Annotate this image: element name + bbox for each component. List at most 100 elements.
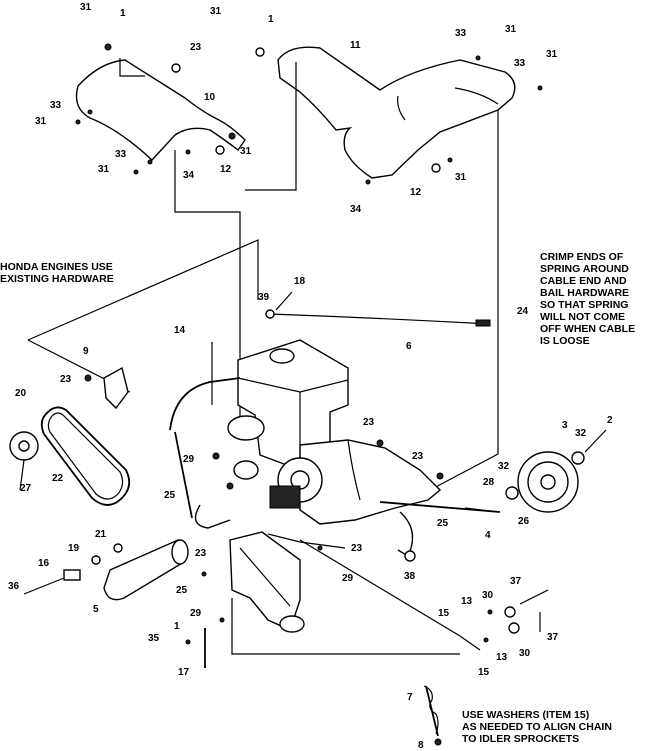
callout-25: 25: [437, 518, 449, 529]
callout-14: 14: [174, 325, 186, 336]
leader-box-left: [174, 150, 241, 430]
callout-13: 13: [461, 596, 473, 607]
note-crimp-line-1: CRIMP ENDS OF: [540, 251, 624, 263]
callout-33: 33: [50, 100, 62, 111]
mount-bracket-9: [103, 366, 129, 410]
driven-pulley-hub: [18, 440, 30, 452]
fastener-marks: [75, 43, 543, 746]
callout-24: 24: [517, 306, 529, 317]
engine-pulley: [233, 460, 259, 480]
callout-36: 36: [8, 581, 20, 592]
callout-33: 33: [514, 58, 526, 69]
callout-9: 9: [83, 346, 89, 357]
bolt-36: [23, 577, 65, 595]
callout-4: 4: [485, 530, 491, 541]
wheel-nut: [571, 451, 585, 465]
callout-5: 5: [93, 604, 99, 615]
callout-29: 29: [342, 573, 354, 584]
callout-31: 31: [455, 172, 467, 183]
frame-tube-left: [174, 431, 193, 519]
note-washers-line-1: USE WASHERS (ITEM 15): [462, 709, 589, 721]
callout-10: 10: [204, 92, 216, 103]
note-crimp-line-5: SO THAT SPRING: [540, 299, 628, 311]
leader-honda: [27, 239, 259, 341]
callout-21: 21: [95, 529, 107, 540]
leader-lower: [231, 598, 460, 655]
fuel-cap: [269, 348, 295, 364]
note-crimp: CRIMP ENDS OF SPRING AROUND CABLE END AN…: [540, 251, 635, 347]
washer-30a: [504, 606, 516, 618]
handle-tube: [169, 377, 241, 431]
callout-27: 27: [20, 483, 32, 494]
leader-right: [429, 110, 499, 491]
callout-12: 12: [410, 187, 422, 198]
note-washers-line-3: TO IDLER SPROCKETS: [462, 733, 579, 745]
callout-22: 22: [52, 473, 64, 484]
cable-end-fitting: [265, 309, 275, 319]
callout-13: 13: [496, 652, 508, 663]
callout-30: 30: [519, 648, 531, 659]
spacer-16: [63, 569, 81, 581]
leader-15: [299, 539, 481, 651]
callout-23: 23: [363, 417, 375, 428]
main-frame: [299, 439, 442, 525]
callout-26: 26: [518, 516, 530, 527]
drive-belt-inner: [47, 412, 124, 500]
callout-16: 16: [38, 558, 50, 569]
note-crimp-line-2: SPRING AROUND: [540, 263, 629, 275]
washer-30b: [508, 622, 520, 634]
leader-box-top: [245, 62, 297, 191]
callout-6: 6: [406, 341, 412, 352]
tine-bracket: [229, 531, 301, 631]
callout-23: 23: [60, 374, 72, 385]
note-honda: HONDA ENGINES USE EXISTING HARDWARE: [0, 261, 114, 285]
guard-contour: [397, 95, 406, 121]
callout-38: 38: [404, 571, 416, 582]
left-fender-cover: [75, 59, 246, 161]
callout-1: 1: [120, 8, 126, 19]
callout-25: 25: [176, 585, 188, 596]
callout-30: 30: [482, 590, 494, 601]
callout-28: 28: [483, 477, 495, 488]
callout-32: 32: [498, 461, 510, 472]
callout-33: 33: [455, 28, 467, 39]
skid-arm-left: [194, 504, 231, 529]
callout-7: 7: [407, 692, 413, 703]
bail-cable: [269, 313, 491, 325]
guard-ridge: [454, 87, 499, 105]
callout-19: 19: [68, 543, 80, 554]
callout-17: 17: [178, 667, 190, 678]
drive-belt: [40, 406, 131, 506]
bracket-brace: [239, 547, 291, 607]
note-crimp-line-6: WILL NOT COME: [540, 311, 625, 323]
shield-end: [171, 539, 189, 565]
idler-sprocket: [279, 615, 305, 633]
callout-37: 37: [510, 576, 522, 587]
callout-15: 15: [478, 667, 490, 678]
note-crimp-line-8: IS LOOSE: [540, 335, 590, 347]
note-crimp-line-3: CABLE END AND: [540, 275, 627, 287]
callout-23: 23: [412, 451, 424, 462]
callout-25: 25: [164, 490, 176, 501]
callout-39: 39: [258, 292, 270, 303]
note-washers: USE WASHERS (ITEM 15) AS NEEDED TO ALIGN…: [462, 709, 612, 745]
callout-34: 34: [183, 170, 195, 181]
callout-37: 37: [547, 632, 559, 643]
callout-1: 1: [268, 14, 274, 25]
fender-bracket-line: [119, 58, 145, 77]
callout-1: 1: [174, 621, 180, 632]
note-washers-line-2: AS NEEDED TO ALIGN CHAIN: [462, 721, 612, 733]
leader-27: [19, 459, 25, 491]
note-honda-line-1: HONDA ENGINES USE: [0, 261, 113, 273]
belt-guard-cover: [277, 46, 516, 179]
callout-31: 31: [35, 116, 47, 127]
callout-31: 31: [98, 164, 110, 175]
callout-31: 31: [80, 2, 92, 13]
bolt-37a: [519, 589, 549, 605]
callout-29: 29: [190, 608, 202, 619]
leader-2: [584, 429, 607, 453]
callout-23: 23: [195, 548, 207, 559]
callout-15: 15: [438, 608, 450, 619]
